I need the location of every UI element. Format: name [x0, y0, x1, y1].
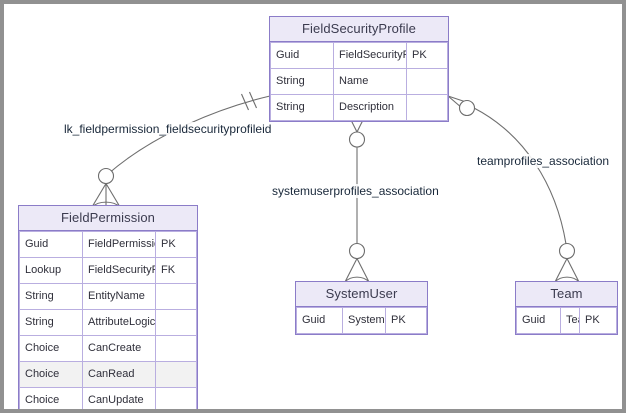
attribute-type: Guid — [19, 231, 83, 258]
attribute-name: CanUpdate — [82, 387, 156, 409]
attribute-type: Lookup — [19, 257, 83, 284]
table-row[interactable]: Guid FieldPermissionId PK — [19, 231, 197, 258]
entity-team[interactable]: Team Guid TeamID PK — [515, 281, 618, 335]
relationship-label-systemuserprofiles-association: systemuserprofiles_association — [270, 184, 441, 198]
entity-title-team: Team — [516, 282, 617, 307]
attribute-table-field-security-profile: Guid FieldSecurityProfileId PK String Na… — [270, 42, 448, 121]
attribute-type: String — [270, 94, 334, 121]
attribute-name: CanRead — [82, 361, 156, 388]
attribute-key: PK — [406, 42, 448, 69]
attribute-name: SystemUserId — [342, 307, 386, 334]
attribute-key — [155, 283, 197, 310]
attribute-key — [406, 68, 448, 95]
attribute-type: String — [270, 68, 334, 95]
table-row[interactable]: Guid FieldSecurityProfileId PK — [270, 42, 448, 69]
edge-lk-fieldpermission-fieldsecurityprofileid — [91, 91, 271, 208]
attribute-key: PK — [155, 231, 197, 258]
table-row[interactable]: Guid SystemUserId PK — [296, 307, 427, 334]
attribute-key: PK — [579, 307, 617, 334]
entity-title-field-permission: FieldPermission — [19, 206, 197, 231]
table-row[interactable]: Choice CanUpdate — [19, 387, 197, 409]
table-row[interactable]: String Description — [270, 94, 448, 121]
relationship-label-lk-fieldpermission-fieldsecurityprofileid: lk_fieldpermission_fieldsecurityprofilei… — [62, 122, 274, 136]
relationship-label-teamprofiles-association: teamprofiles_association — [475, 154, 612, 168]
attribute-name: FieldSecurityProfileId — [82, 257, 156, 284]
entity-title-system-user: SystemUser — [296, 282, 427, 307]
attribute-name: FieldPermissionId — [82, 231, 156, 258]
attribute-key — [155, 387, 197, 409]
attribute-type: String — [19, 309, 83, 336]
attribute-type: Guid — [296, 307, 343, 334]
attribute-key — [155, 309, 197, 336]
attribute-key — [155, 361, 197, 388]
attribute-name: AttributeLogicalName — [82, 309, 156, 336]
attribute-key — [155, 335, 197, 362]
attribute-key: FK — [155, 257, 197, 284]
attribute-key — [406, 94, 448, 121]
attribute-type: Guid — [270, 42, 334, 69]
attribute-type: String — [19, 283, 83, 310]
table-row[interactable]: String EntityName — [19, 283, 197, 310]
table-row[interactable]: Choice CanCreate — [19, 335, 197, 362]
edge-teamprofiles-association — [447, 95, 580, 283]
attribute-name: FieldSecurityProfileId — [333, 42, 407, 69]
entity-field-permission[interactable]: FieldPermission Guid FieldPermissionId P… — [18, 205, 198, 409]
attribute-table-field-permission: Guid FieldPermissionId PK Lookup FieldSe… — [19, 231, 197, 409]
attribute-type: Choice — [19, 335, 83, 362]
entity-system-user[interactable]: SystemUser Guid SystemUserId PK — [295, 281, 428, 335]
attribute-type: Guid — [516, 307, 561, 334]
table-row[interactable]: Choice CanRead — [19, 361, 197, 388]
attribute-name: TeamID — [560, 307, 580, 334]
attribute-name: EntityName — [82, 283, 156, 310]
attribute-type: Choice — [19, 387, 83, 409]
attribute-table-team: Guid TeamID PK — [516, 307, 617, 334]
attribute-name: CanCreate — [82, 335, 156, 362]
attribute-type: Choice — [19, 361, 83, 388]
attribute-name: Name — [333, 68, 407, 95]
table-row[interactable]: String Name — [270, 68, 448, 95]
attribute-key: PK — [385, 307, 427, 334]
attribute-table-system-user: Guid SystemUserId PK — [296, 307, 427, 334]
entity-title-field-security-profile: FieldSecurityProfile — [270, 17, 448, 42]
table-row[interactable]: Lookup FieldSecurityProfileId FK — [19, 257, 197, 284]
attribute-name: Description — [333, 94, 407, 121]
table-row[interactable]: Guid TeamID PK — [516, 307, 617, 334]
table-row[interactable]: String AttributeLogicalName — [19, 309, 197, 336]
